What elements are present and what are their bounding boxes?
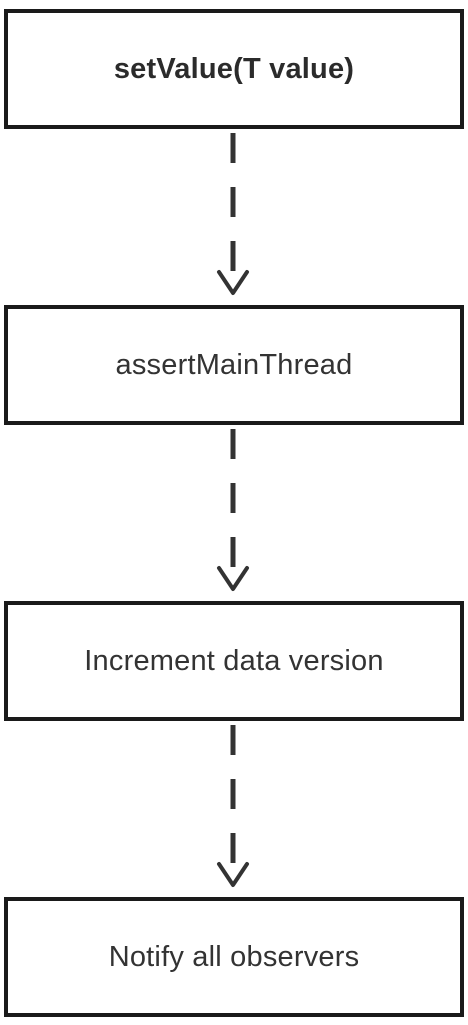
step-box-set-value: setValue(T value) [4,9,464,129]
dashed-arrow-connector [217,429,249,591]
dashed-arrow-connector [217,725,249,887]
step-label: Notify all observers [108,940,360,973]
step-label: Increment data version [84,644,384,677]
arrow-head-icon [217,862,249,887]
step-box-increment-data-version: Increment data version [4,601,464,721]
step-label: setValue(T value) [113,52,355,85]
step-label: assertMainThread [115,348,353,381]
step-box-assert-main-thread: assertMainThread [4,305,464,425]
dashed-arrow-connector [217,133,249,295]
step-box-notify-observers: Notify all observers [4,897,464,1017]
arrow-head-icon [217,566,249,591]
arrow-head-icon [217,270,249,295]
